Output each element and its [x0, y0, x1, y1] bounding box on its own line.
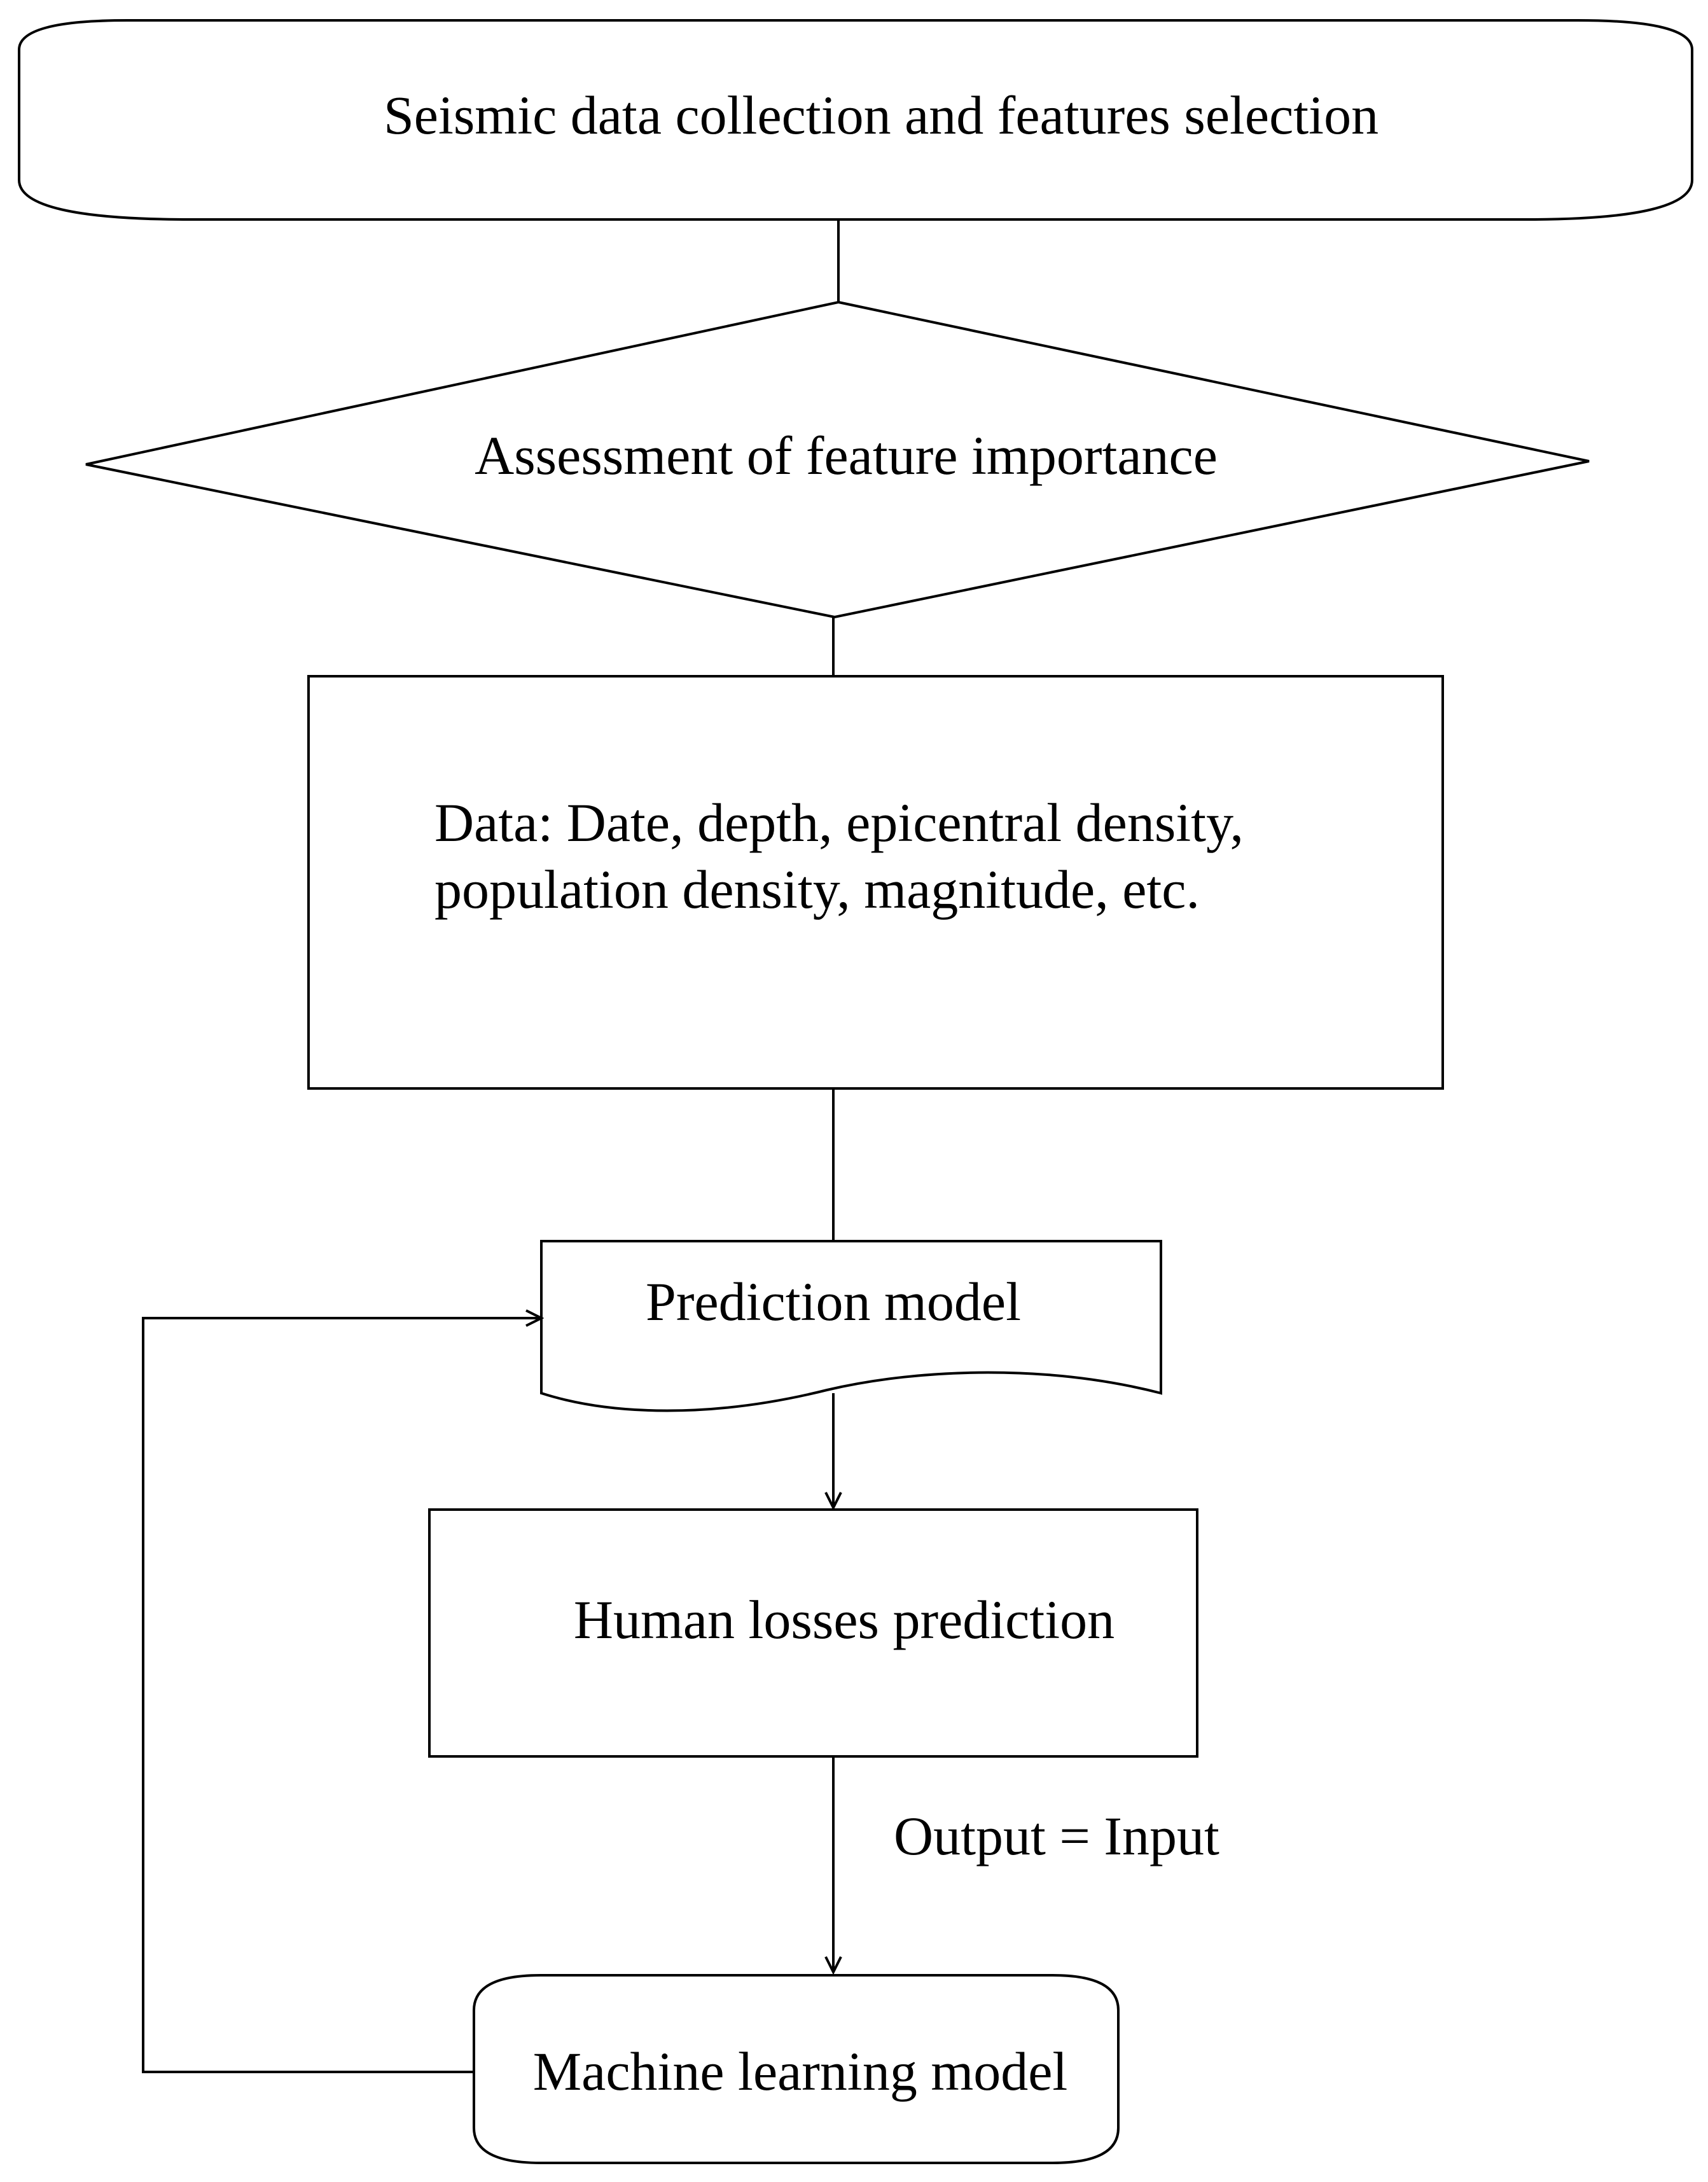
node-label: Seismic data collection and features sel… [384, 85, 1378, 146]
node-prediction-model: Prediction model [540, 1240, 1162, 1412]
document-shape [540, 1240, 1162, 1412]
process-rectangle [428, 1508, 1198, 1758]
feedback-loop-connector [142, 1318, 541, 2073]
node-label: Prediction model [646, 1271, 1021, 1332]
node-label: Machine learning model [533, 2041, 1068, 2102]
node-label: Human losses prediction [574, 1589, 1114, 1650]
process-rectangle [307, 675, 1444, 1090]
node-data-box: Data: Date, depth, epicentral density, p… [307, 675, 1444, 1090]
node-feature-importance: Assessment of feature importance [85, 300, 1590, 619]
node-ml-model: Machine learning model [473, 1974, 1120, 2164]
terminator-shape [473, 1974, 1120, 2164]
node-human-losses: Human losses prediction [428, 1508, 1198, 1758]
node-label-line2: population density, magnitude, etc. [434, 859, 1200, 920]
edge-label-output-input: Output = Input [894, 1805, 1219, 1866]
node-label: Assessment of feature importance [475, 425, 1218, 486]
node-label-line1: Data: Date, depth, epicentral density, [434, 792, 1244, 853]
terminator-shape [18, 19, 1693, 221]
node-data-collection: Seismic data collection and features sel… [18, 19, 1693, 221]
